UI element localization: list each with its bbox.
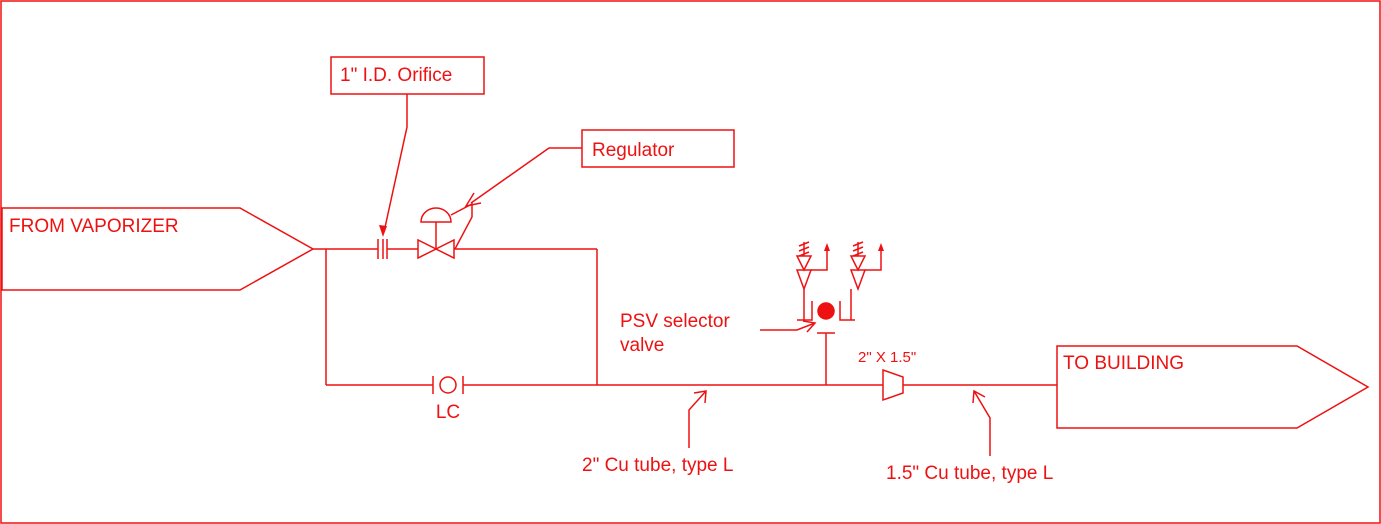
reducer-label: 2" X 1.5" bbox=[858, 349, 916, 366]
psv-label-line1: PSV selector bbox=[620, 311, 730, 332]
regulator-leader-arrowhead bbox=[464, 192, 482, 208]
from-vaporizer-label: FROM VAPORIZER bbox=[9, 216, 179, 237]
lc-label: LC bbox=[436, 402, 460, 423]
psv-label-line2: valve bbox=[620, 335, 664, 356]
orifice-leader bbox=[383, 94, 408, 233]
to-building-label: TO BUILDING bbox=[1063, 353, 1184, 374]
orifice-callout: 1" I.D. Orifice bbox=[330, 56, 485, 237]
regulator-label: Regulator bbox=[592, 140, 675, 161]
two-inch-tube-leader bbox=[688, 390, 707, 448]
to-building-shape bbox=[1056, 345, 1370, 429]
relief-valve-icon bbox=[795, 241, 830, 292]
one-half-inch-tube-label: 1.5" Cu tube, type L bbox=[886, 463, 1053, 484]
reducer-icon bbox=[882, 368, 904, 402]
relief-valve-icon bbox=[849, 241, 884, 292]
orifice-leader-arrowhead bbox=[379, 225, 387, 237]
orifice-plate-icon bbox=[377, 239, 388, 259]
piping-lines bbox=[313, 248, 1057, 386]
pressure-regulator-icon bbox=[417, 202, 473, 260]
regulator-leader bbox=[470, 147, 582, 204]
locked-closed-valve-icon bbox=[432, 376, 464, 394]
selector-valve-icon bbox=[797, 289, 855, 334]
from-vaporizer-block: FROM VAPORIZER bbox=[1, 207, 315, 291]
to-building-block: TO BUILDING bbox=[1056, 345, 1370, 429]
psv-leader bbox=[760, 320, 817, 333]
two-inch-tube-label: 2" Cu tube, type L bbox=[582, 455, 733, 476]
one-half-inch-tube-leader bbox=[972, 389, 991, 456]
orifice-label: 1" I.D. Orifice bbox=[340, 65, 452, 86]
from-vaporizer-shape bbox=[1, 207, 315, 291]
regulator-callout: Regulator bbox=[464, 129, 735, 208]
